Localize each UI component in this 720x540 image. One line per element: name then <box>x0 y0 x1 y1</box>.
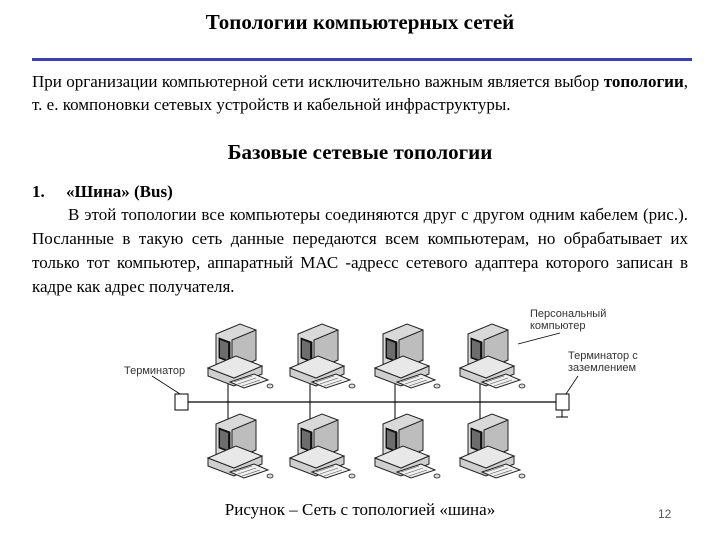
bus-description: В этой топологии все компьютеры соединяю… <box>32 205 688 296</box>
grounded-label-line-1: Терминатор с <box>568 350 638 362</box>
intro-text-start: При организации компьютерной сети исключ… <box>32 72 604 91</box>
pc-label-line-2: компьютер <box>530 320 586 332</box>
list-item-title: «Шина» (Bus) <box>66 182 173 201</box>
list-item-number: 1. <box>32 182 45 201</box>
computer-icon <box>207 413 274 479</box>
title-divider <box>32 58 692 61</box>
computer-icon <box>459 413 526 479</box>
grounded-terminator-label: Терминатор с заземлением <box>568 350 638 374</box>
computer-icon <box>289 323 356 389</box>
figure-caption: Рисунок – Сеть с топологией «шина» <box>224 500 496 519</box>
computer-icon <box>207 323 274 389</box>
pc-label: Персональный компьютер <box>530 308 606 332</box>
computer-icon <box>289 413 356 479</box>
page-number: 12 <box>658 507 672 521</box>
list-item-heading: 1. «Шина» (Bus) <box>32 182 173 202</box>
computer-icon <box>374 413 441 479</box>
terminator-left <box>174 393 189 411</box>
intro-bold-term: топологии <box>603 72 684 91</box>
intro-paragraph: При организации компьютерной сети исключ… <box>32 70 688 116</box>
computer-icon <box>459 323 526 389</box>
section-title: Базовые сетевые топологии <box>227 140 493 164</box>
page-title: Топологии компьютерных сетей <box>205 10 515 34</box>
intro-text-end: , т. е. компоновки сетевых устройств и к… <box>32 72 688 114</box>
grounded-label-line-2: заземлением <box>568 362 637 374</box>
terminator-right <box>555 393 570 411</box>
pc-label-line-1: Персональный <box>530 308 607 320</box>
computer-icon <box>374 323 441 389</box>
terminator-label: Терминатор <box>124 365 186 377</box>
